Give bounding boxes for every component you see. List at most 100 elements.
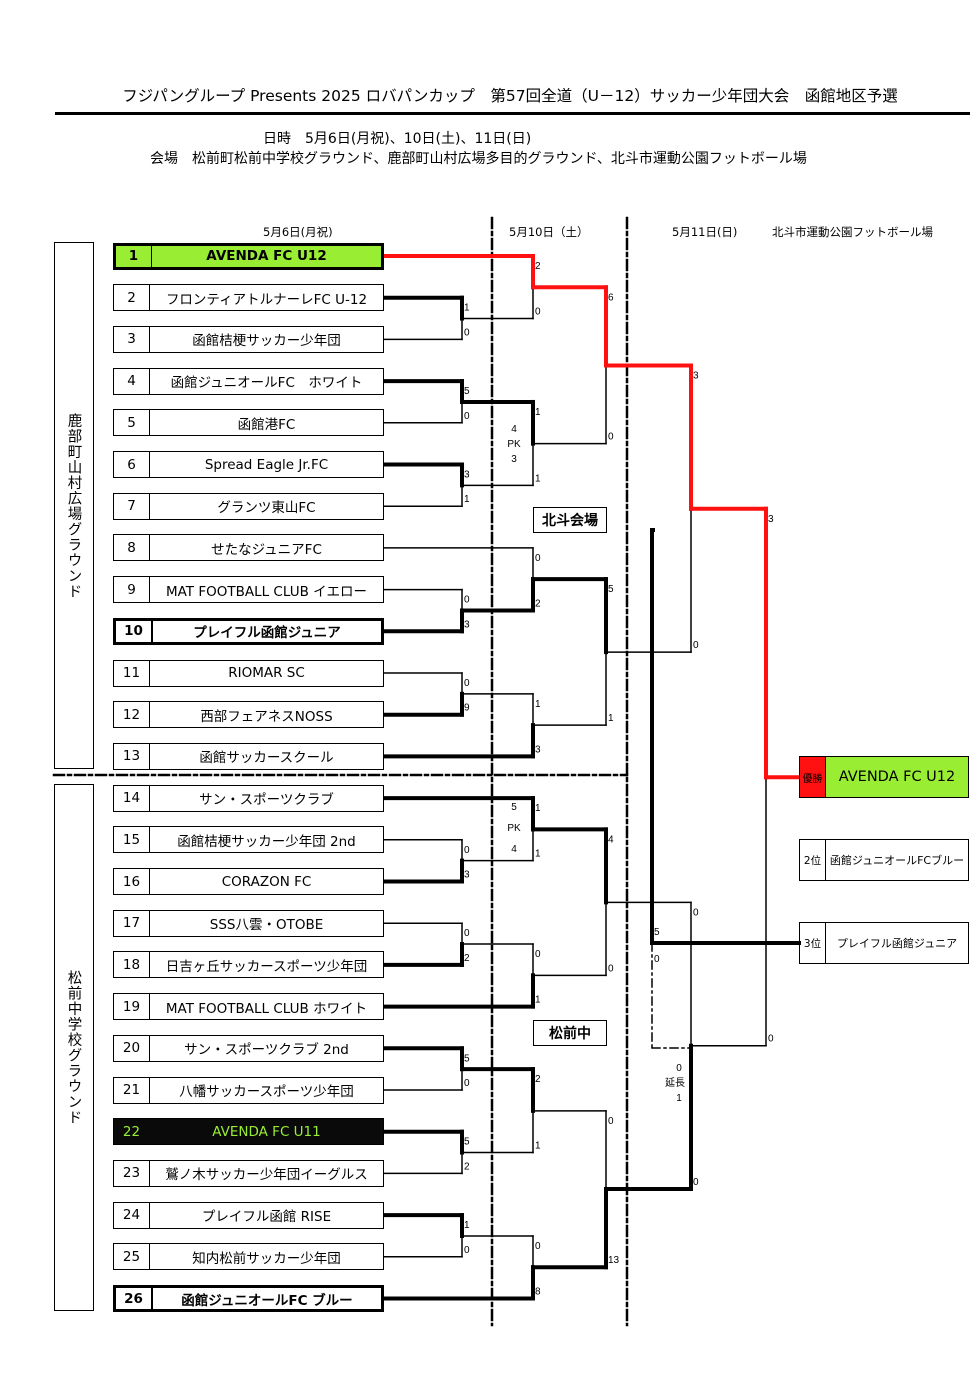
second-name: 函館ジュニオールFCブルー: [829, 854, 965, 867]
score-label: 1: [535, 699, 541, 710]
score-label: 1: [464, 1220, 470, 1231]
team-number: 17: [114, 910, 150, 936]
extra-time-note: 0 延長 1: [660, 1061, 690, 1106]
team-number: 14: [114, 785, 150, 811]
pk-label: PK: [507, 439, 521, 450]
score-label: 5: [608, 584, 614, 595]
team-name: AVENDA FC U11: [212, 1123, 321, 1140]
team-row: 5 函館港FC: [113, 409, 384, 437]
team-name: プレイフル函館ジュニア: [193, 625, 341, 642]
result-champion: 優勝 AVENDA FC U12: [799, 756, 969, 798]
team-number: 20: [114, 1035, 150, 1061]
team-name: 函館桔梗サッカー少年団 2nd: [177, 833, 356, 850]
team-name: MAT FOOTBALL CLUB ホワイト: [165, 1000, 368, 1017]
score-label: 2: [535, 598, 541, 609]
team-number: 23: [114, 1160, 150, 1186]
et-label: 延長: [665, 1078, 685, 1089]
pk-note-lower: 5 PK 4: [500, 797, 528, 860]
team-number: 5: [114, 410, 150, 436]
score-label: 0: [464, 678, 470, 689]
team-name: 八幡サッカースポーツ少年団: [179, 1084, 354, 1100]
team-row: 17 SSS八雲・OTOBE: [113, 909, 384, 937]
score-label: 0: [535, 553, 541, 564]
score-label: 0: [608, 963, 614, 974]
team-row: 26 函館ジュニオールFC ブルー: [113, 1285, 384, 1312]
pk-label: PK: [507, 823, 521, 834]
team-name: 函館サッカースクール: [199, 750, 334, 767]
score-label: 8: [535, 1287, 541, 1298]
page-title: フジパングループ Presents 2025 ロバパンカップ 第57回全道（U－…: [122, 87, 898, 105]
result-third: 3位 プレイフル函館ジュニア: [799, 922, 969, 964]
title-divider: [55, 112, 970, 115]
champion-name: AVENDA FC U12: [826, 757, 968, 797]
score-label: 0: [464, 928, 470, 939]
team-row: 10 プレイフル函館ジュニア: [113, 617, 384, 645]
team-number: 18: [114, 952, 150, 978]
champion-rank: 優勝: [800, 757, 826, 797]
venue-lower-box: 松前中学校グラウンド: [54, 784, 94, 1311]
score-label: 2: [464, 1161, 470, 1172]
score-label: 1: [535, 803, 541, 814]
venue-upper-label: 鹿部町山村広場グラウンド: [65, 412, 82, 599]
team-number: 10: [116, 620, 153, 642]
team-number: 26: [116, 1288, 153, 1309]
second-rank: 2位: [800, 840, 826, 880]
pk-score-b: 4: [511, 844, 517, 855]
team-name: 函館ジュニオールFC ブルー: [181, 1292, 353, 1309]
pk-score-a: 5: [511, 802, 517, 813]
team-number: 21: [114, 1077, 150, 1103]
score-label: 0: [464, 1245, 470, 1256]
pk-score-b: 3: [511, 454, 517, 465]
score-label: 0: [464, 595, 470, 606]
score-label: 1: [535, 473, 541, 484]
column-day1: 5月6日(月祝): [263, 225, 333, 239]
team-name: CORAZON FC: [221, 873, 312, 890]
et-score-a: 0: [676, 1063, 682, 1074]
site-label-hokuto: 北斗会場: [533, 507, 607, 533]
team-name: Spread Eagle Jr.FC: [204, 456, 329, 473]
score-label: 0: [535, 949, 541, 960]
score-label: 1: [535, 849, 541, 860]
venue-upper-box: 鹿部町山村広場グラウンド: [54, 242, 94, 769]
venue-line: 会場 松前町松前中学校グラウンド、鹿部町山村広場多目的グラウンド、北斗市運動公園…: [150, 151, 807, 167]
score-label: 0: [768, 1034, 774, 1045]
team-name: 函館桔梗サッカー少年団: [192, 333, 341, 350]
score-label: 0: [608, 432, 614, 443]
score-label: 0: [464, 327, 470, 338]
score-label: 0: [693, 640, 699, 651]
team-number: 9: [114, 577, 150, 603]
score-label: 3: [464, 619, 470, 630]
score-label: 6: [608, 292, 614, 303]
score-label: 1: [464, 303, 470, 314]
team-row: 21 八幡サッカースポーツ少年団: [113, 1076, 384, 1104]
team-number: 19: [114, 994, 150, 1020]
result-second: 2位 函館ジュニオールFCブルー: [799, 839, 969, 881]
team-number: 24: [114, 1202, 150, 1228]
pk-score-a: 4: [511, 424, 517, 435]
team-number: 2: [114, 285, 150, 311]
score-label: 4: [608, 834, 614, 845]
team-number: 12: [114, 702, 150, 728]
pk-note-upper: 4 PK 3: [500, 422, 528, 467]
score-label: 1: [535, 407, 541, 418]
team-number: 15: [114, 827, 150, 853]
date-line: 日時 5月6日(月祝)、10日(土)、11日(日): [263, 131, 532, 147]
team-row: 19 MAT FOOTBALL CLUB ホワイト: [113, 993, 384, 1021]
team-row: 15 函館桔梗サッカー少年団 2nd: [113, 826, 384, 854]
third-rank: 3位: [800, 923, 826, 963]
team-name: SSS八雲・OTOBE: [209, 917, 324, 934]
team-name: RIOMAR SC: [228, 665, 305, 681]
team-name: 函館港FC: [237, 416, 296, 433]
score-label: 5: [654, 927, 660, 938]
team-name: 西部フェアネスNOSS: [200, 708, 333, 725]
score-label: 0: [535, 1241, 541, 1252]
score-label: 1: [464, 494, 470, 505]
score-label: 0: [535, 307, 541, 318]
score-label: 3: [535, 744, 541, 755]
